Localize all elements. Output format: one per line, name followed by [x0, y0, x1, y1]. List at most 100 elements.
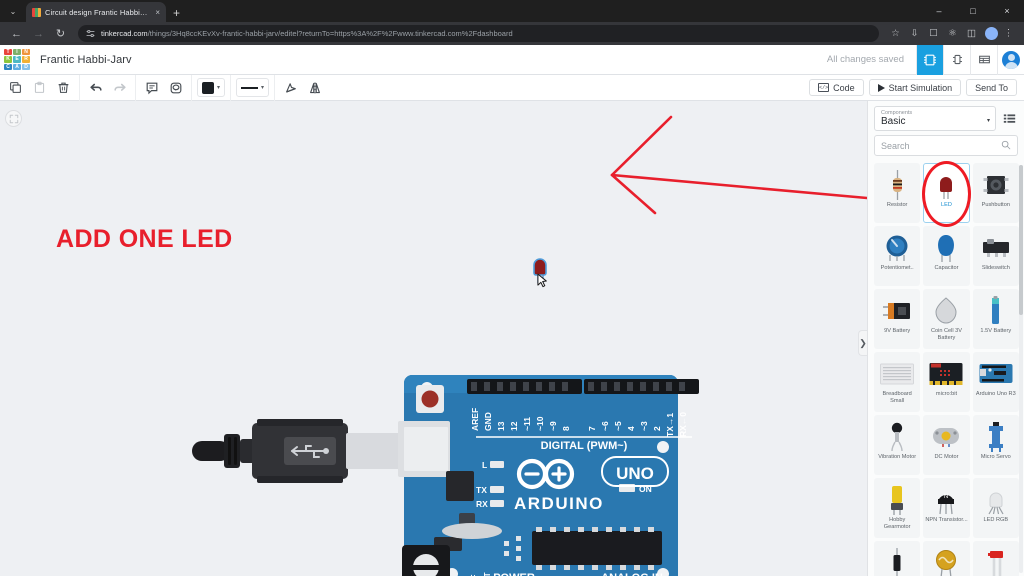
- editor-toolbar: ▾ ▾: [0, 74, 1024, 101]
- component-led[interactable]: LED: [923, 163, 970, 223]
- component-15v-battery[interactable]: 1.5V Battery: [972, 289, 1019, 349]
- chevron-down-icon[interactable]: ▾: [261, 85, 265, 91]
- user-avatar[interactable]: [997, 44, 1024, 75]
- component-label: Slideswitch: [981, 265, 1010, 271]
- coin-cell-icon: [934, 295, 958, 327]
- close-window-icon[interactable]: ×: [1004, 6, 1010, 16]
- document-title[interactable]: Frantic Habbi-Jarv: [40, 53, 132, 66]
- component-dc-motor[interactable]: DC Motor: [923, 415, 970, 475]
- fit-to-view-icon[interactable]: [5, 110, 22, 127]
- breadboard-icon: [880, 358, 915, 390]
- circuit-canvas[interactable]: ADD ONE LED: [0, 101, 867, 576]
- svg-text:IOREF: IOREF: [470, 574, 479, 576]
- comment-icon[interactable]: [165, 77, 186, 98]
- search-icon[interactable]: [1001, 140, 1011, 152]
- component-label: Vibration Motor: [878, 454, 917, 460]
- tinkercad-logo[interactable]: T I N K E R C A D: [4, 48, 30, 71]
- code-button[interactable]: </> Code: [809, 79, 864, 96]
- search-box[interactable]: [874, 135, 1018, 156]
- component-vibration-motor[interactable]: Vibration Motor: [874, 415, 921, 475]
- component-label: Micro Servo: [980, 454, 1011, 460]
- list-view-button[interactable]: [970, 44, 997, 75]
- components-category-select[interactable]: Components Basic ▾: [874, 105, 996, 131]
- trash-icon[interactable]: [53, 77, 74, 98]
- copy-icon[interactable]: [5, 77, 26, 98]
- component-label: Resistor: [886, 202, 908, 208]
- tab-search-icon[interactable]: ⌄: [9, 6, 17, 16]
- address-bar[interactable]: tinkercad.com/things/3Hq8ccKEvXv-frantic…: [78, 25, 879, 42]
- component-arduino-uno[interactable]: Arduino Uno R3: [972, 352, 1019, 412]
- mirror-icon[interactable]: [304, 77, 325, 98]
- component-slideswitch[interactable]: Slideswitch: [972, 226, 1019, 286]
- panel-scrollbar[interactable]: [1019, 165, 1023, 573]
- svg-text:~9: ~9: [548, 421, 558, 431]
- note-icon[interactable]: [141, 77, 162, 98]
- component-micro-servo[interactable]: Micro Servo: [972, 415, 1019, 475]
- browser-tab[interactable]: Circuit design Frantic Habbi-Ja ×: [26, 2, 166, 22]
- component-9v-battery[interactable]: 9V Battery: [874, 289, 921, 349]
- more-options-icon[interactable]: ⋮: [1003, 28, 1014, 39]
- color-picker[interactable]: ▾: [197, 78, 226, 97]
- capacitor-icon: [935, 232, 957, 264]
- arduino-uno-board[interactable]: AREF GND 13 12 ~11 ~10 ~9 8 7 ~6 ~5 4 ~3…: [184, 281, 704, 576]
- forward-icon[interactable]: →: [33, 27, 44, 40]
- component-hobby-gearmotor[interactable]: Hobby Gearmotor: [874, 478, 921, 538]
- minimize-icon[interactable]: –: [936, 6, 942, 16]
- split-screen-icon[interactable]: ◫: [967, 28, 976, 39]
- components-grid: Resistor LED: [868, 163, 1024, 576]
- potentiometer-icon: [884, 232, 910, 264]
- toolbar-group-transform: [275, 75, 330, 101]
- svg-text:GND: GND: [483, 412, 493, 431]
- line-style-picker[interactable]: ▾: [236, 78, 270, 97]
- send-to-button[interactable]: Send To: [966, 79, 1017, 96]
- components-view-button[interactable]: [916, 44, 943, 75]
- paste-icon[interactable]: [29, 77, 50, 98]
- downloads-icon[interactable]: ⇩: [910, 28, 919, 39]
- extensions-icon[interactable]: ⚛: [948, 28, 957, 39]
- component-label: Breadboard Small: [882, 391, 912, 404]
- rotate-icon[interactable]: [280, 77, 301, 98]
- new-tab-button[interactable]: +: [173, 6, 181, 20]
- component-partial-capacitor[interactable]: [874, 541, 921, 576]
- components-select-value: Basic: [881, 115, 906, 127]
- chevron-down-icon[interactable]: ▾: [217, 85, 221, 91]
- start-simulation-button[interactable]: Start Simulation: [868, 79, 962, 96]
- toolbar-group-history: [80, 74, 136, 101]
- component-npn-transistor[interactable]: N NPN Transistor...: [923, 478, 970, 538]
- list-view-icon[interactable]: [1001, 110, 1018, 127]
- undo-arrow-icon[interactable]: [85, 77, 106, 98]
- collapse-panel-button[interactable]: ❯: [858, 330, 867, 356]
- panel-header: Components Basic ▾: [868, 101, 1024, 135]
- component-led-rgb[interactable]: LED RGB: [972, 478, 1019, 538]
- search-input[interactable]: [881, 140, 1001, 151]
- component-resistor[interactable]: Resistor: [874, 163, 921, 223]
- component-partial-red[interactable]: [972, 541, 1019, 576]
- close-tab-icon[interactable]: ×: [155, 7, 160, 17]
- start-simulation-label: Start Simulation: [888, 82, 953, 93]
- component-pushbutton[interactable]: Pushbutton: [972, 163, 1019, 223]
- site-settings-icon[interactable]: [86, 29, 95, 38]
- circuit-view-button[interactable]: [943, 44, 970, 75]
- toolbar-group-line: ▾: [231, 74, 276, 101]
- maximize-icon[interactable]: □: [970, 6, 976, 16]
- panel-search-row: [868, 135, 1024, 162]
- component-capacitor[interactable]: Capacitor: [923, 226, 970, 286]
- devices-icon[interactable]: ☐: [929, 28, 938, 39]
- component-potentiometer[interactable]: Potentiomet..: [874, 226, 921, 286]
- led-rgb-icon: [985, 484, 1007, 516]
- component-microbit[interactable]: micro:bit: [923, 352, 970, 412]
- dark-cylinder-icon: [891, 547, 903, 576]
- chevron-down-icon[interactable]: ▾: [986, 117, 990, 124]
- back-icon[interactable]: ←: [11, 27, 22, 40]
- svg-text:RX←0: RX←0: [678, 412, 688, 437]
- profile-avatar[interactable]: [985, 27, 998, 40]
- pushbutton-icon: [983, 169, 1009, 201]
- component-coin-cell[interactable]: Coin Cell 3V Battery: [923, 289, 970, 349]
- component-breadboard[interactable]: Breadboard Small: [874, 352, 921, 412]
- reload-icon[interactable]: ↻: [55, 28, 66, 40]
- color-swatch[interactable]: [202, 81, 214, 94]
- svg-text:TX→1: TX→1: [665, 413, 675, 437]
- component-partial-photoresistor[interactable]: [923, 541, 970, 576]
- redo-arrow-icon[interactable]: [109, 77, 130, 98]
- bookmark-star-icon[interactable]: ☆: [891, 28, 900, 39]
